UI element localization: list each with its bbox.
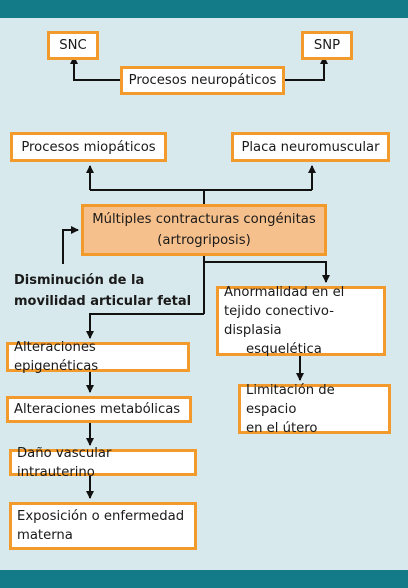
epigenetic-box: Alteraciones epigenéticas xyxy=(6,340,190,374)
metabolic-box: Alteraciones metabólicas xyxy=(6,396,192,423)
fetal-mobility-note: Disminución de la movilidad articular fe… xyxy=(14,270,214,312)
uterine-space-line-2: en el útero xyxy=(246,420,318,436)
arrow-to-snc xyxy=(70,56,120,81)
bottom-bar xyxy=(0,570,408,588)
connective-line-3: esquelética xyxy=(246,342,322,357)
top-bar xyxy=(0,0,408,18)
maternal-line-2: materna xyxy=(17,528,73,543)
neuromuscular-label: Placa neuromuscular xyxy=(241,139,380,155)
arrow-to-snp xyxy=(285,56,328,81)
myopathic-box: Procesos miopáticos xyxy=(10,132,167,162)
snc-label: SNC xyxy=(59,38,87,53)
maternal-line-1: Exposición o enfermedad xyxy=(17,509,185,524)
uterine-space-line-1: Limitación de espacio xyxy=(246,382,335,417)
arthrogryposis-line-2: (artrogriposis) xyxy=(157,233,251,248)
arrow-to-connective xyxy=(204,261,330,283)
maternal-box: Exposición o enfermedad materna xyxy=(9,502,197,550)
connective-line-2: tejido conectivo-displasia xyxy=(224,304,334,338)
arrow-to-epigenetic xyxy=(86,313,204,339)
vascular-label: Daño vascular intrauterino xyxy=(17,445,112,480)
fetal-mobility-line-1: Disminución de la xyxy=(14,273,145,288)
connective-tissue-box: Anormalidad en el tejido conectivo-displ… xyxy=(216,285,386,357)
arthrogryposis-line-1: Múltiples contracturas congénitas xyxy=(92,212,316,227)
snp-box: SNP xyxy=(301,31,353,60)
neuropathic-box: Procesos neuropáticos xyxy=(120,66,285,95)
neuromuscular-box: Placa neuromuscular xyxy=(231,132,390,162)
connective-line-1: Anormalidad en el xyxy=(224,285,345,300)
epigenetic-label: Alteraciones epigenéticas xyxy=(14,340,99,374)
snc-box: SNC xyxy=(47,31,99,60)
myopathic-label: Procesos miopáticos xyxy=(21,139,156,155)
neuropathic-label: Procesos neuropáticos xyxy=(128,73,277,88)
vascular-box: Daño vascular intrauterino xyxy=(9,446,197,480)
metabolic-label: Alteraciones metabólicas xyxy=(14,402,181,417)
snp-label: SNP xyxy=(313,38,341,53)
arrow-to-center xyxy=(62,226,79,264)
fetal-mobility-line-2: movilidad articular fetal xyxy=(14,294,192,309)
uterine-space-box: Limitación de espacio en el útero xyxy=(238,382,391,436)
arthrogryposis-box: Múltiples contracturas congénitas (artro… xyxy=(81,204,327,256)
